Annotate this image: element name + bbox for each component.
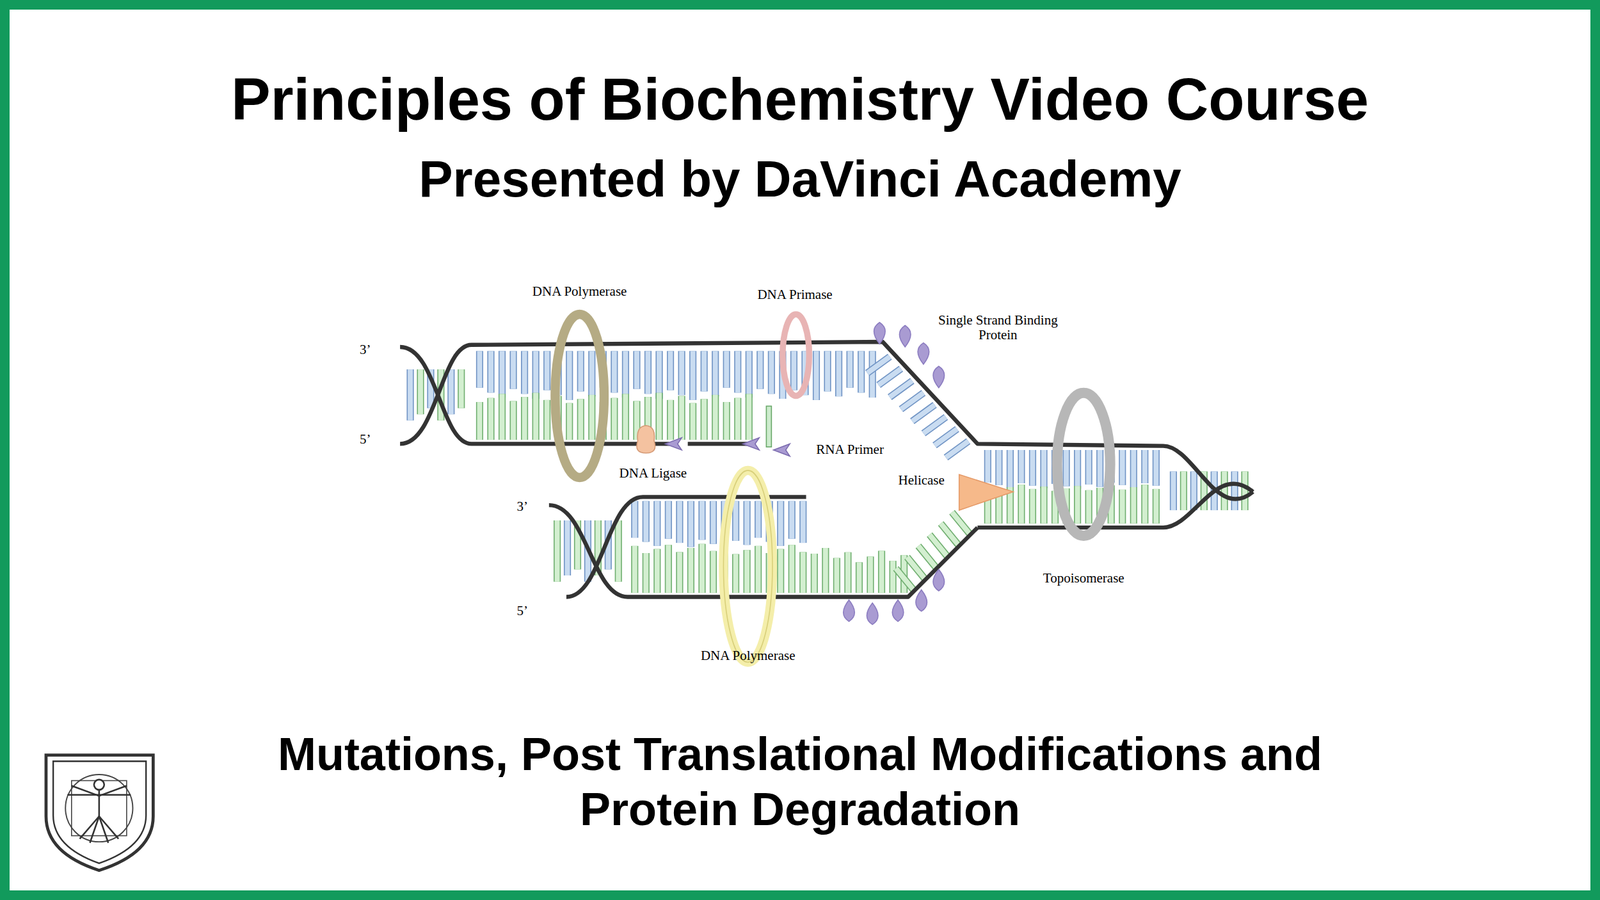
caption: Mutations, Post Translational Modificati… [192,726,1408,837]
rna-primers [665,405,790,456]
ssb-protein [917,343,930,365]
topoisomerase [1057,392,1111,536]
dna-primase [782,314,809,397]
strand [400,346,670,444]
part-label: 5’ [359,432,372,448]
strand [549,504,978,597]
subtitle: Presented by DaVinci Academy [0,149,1600,209]
dna-polymerase [554,314,605,478]
part-label: DNA Polymerase [700,648,796,664]
ssb-protein [843,599,856,621]
ssb-protein [933,366,945,388]
dna-polymerase [723,470,773,663]
base-pairs [410,350,1245,593]
ssb-protein [866,602,879,624]
single-strand-binding-proteins [843,322,945,625]
part-label: 5’ [517,603,529,619]
title: Principles of Biochemistry Video Course [0,65,1600,134]
part-label: DNA Primase [757,287,832,303]
part-label: 3’ [359,342,372,358]
strand [400,341,1254,500]
dna-ligase [636,425,656,454]
ssb-protein [899,325,911,347]
logo-shield [46,755,153,871]
strand [977,483,1253,528]
dna-polymerase [723,470,773,663]
part-label: 3’ [517,499,529,515]
part-label: Single Strand Binding Protein [929,312,1067,343]
part-label: DNA Ligase [619,465,688,481]
helicase [959,474,1014,511]
part-label: Topoisomerase [1043,570,1125,586]
part-label: DNA Polymerase [532,284,628,299]
part-label: Helicase [898,472,945,488]
ssb-protein [933,569,945,591]
dna-strands [400,341,1254,598]
part-label: RNA Primer [816,442,884,458]
ssb-protein [915,589,928,611]
ssb-protein [892,599,904,621]
ssb-protein [874,322,886,344]
